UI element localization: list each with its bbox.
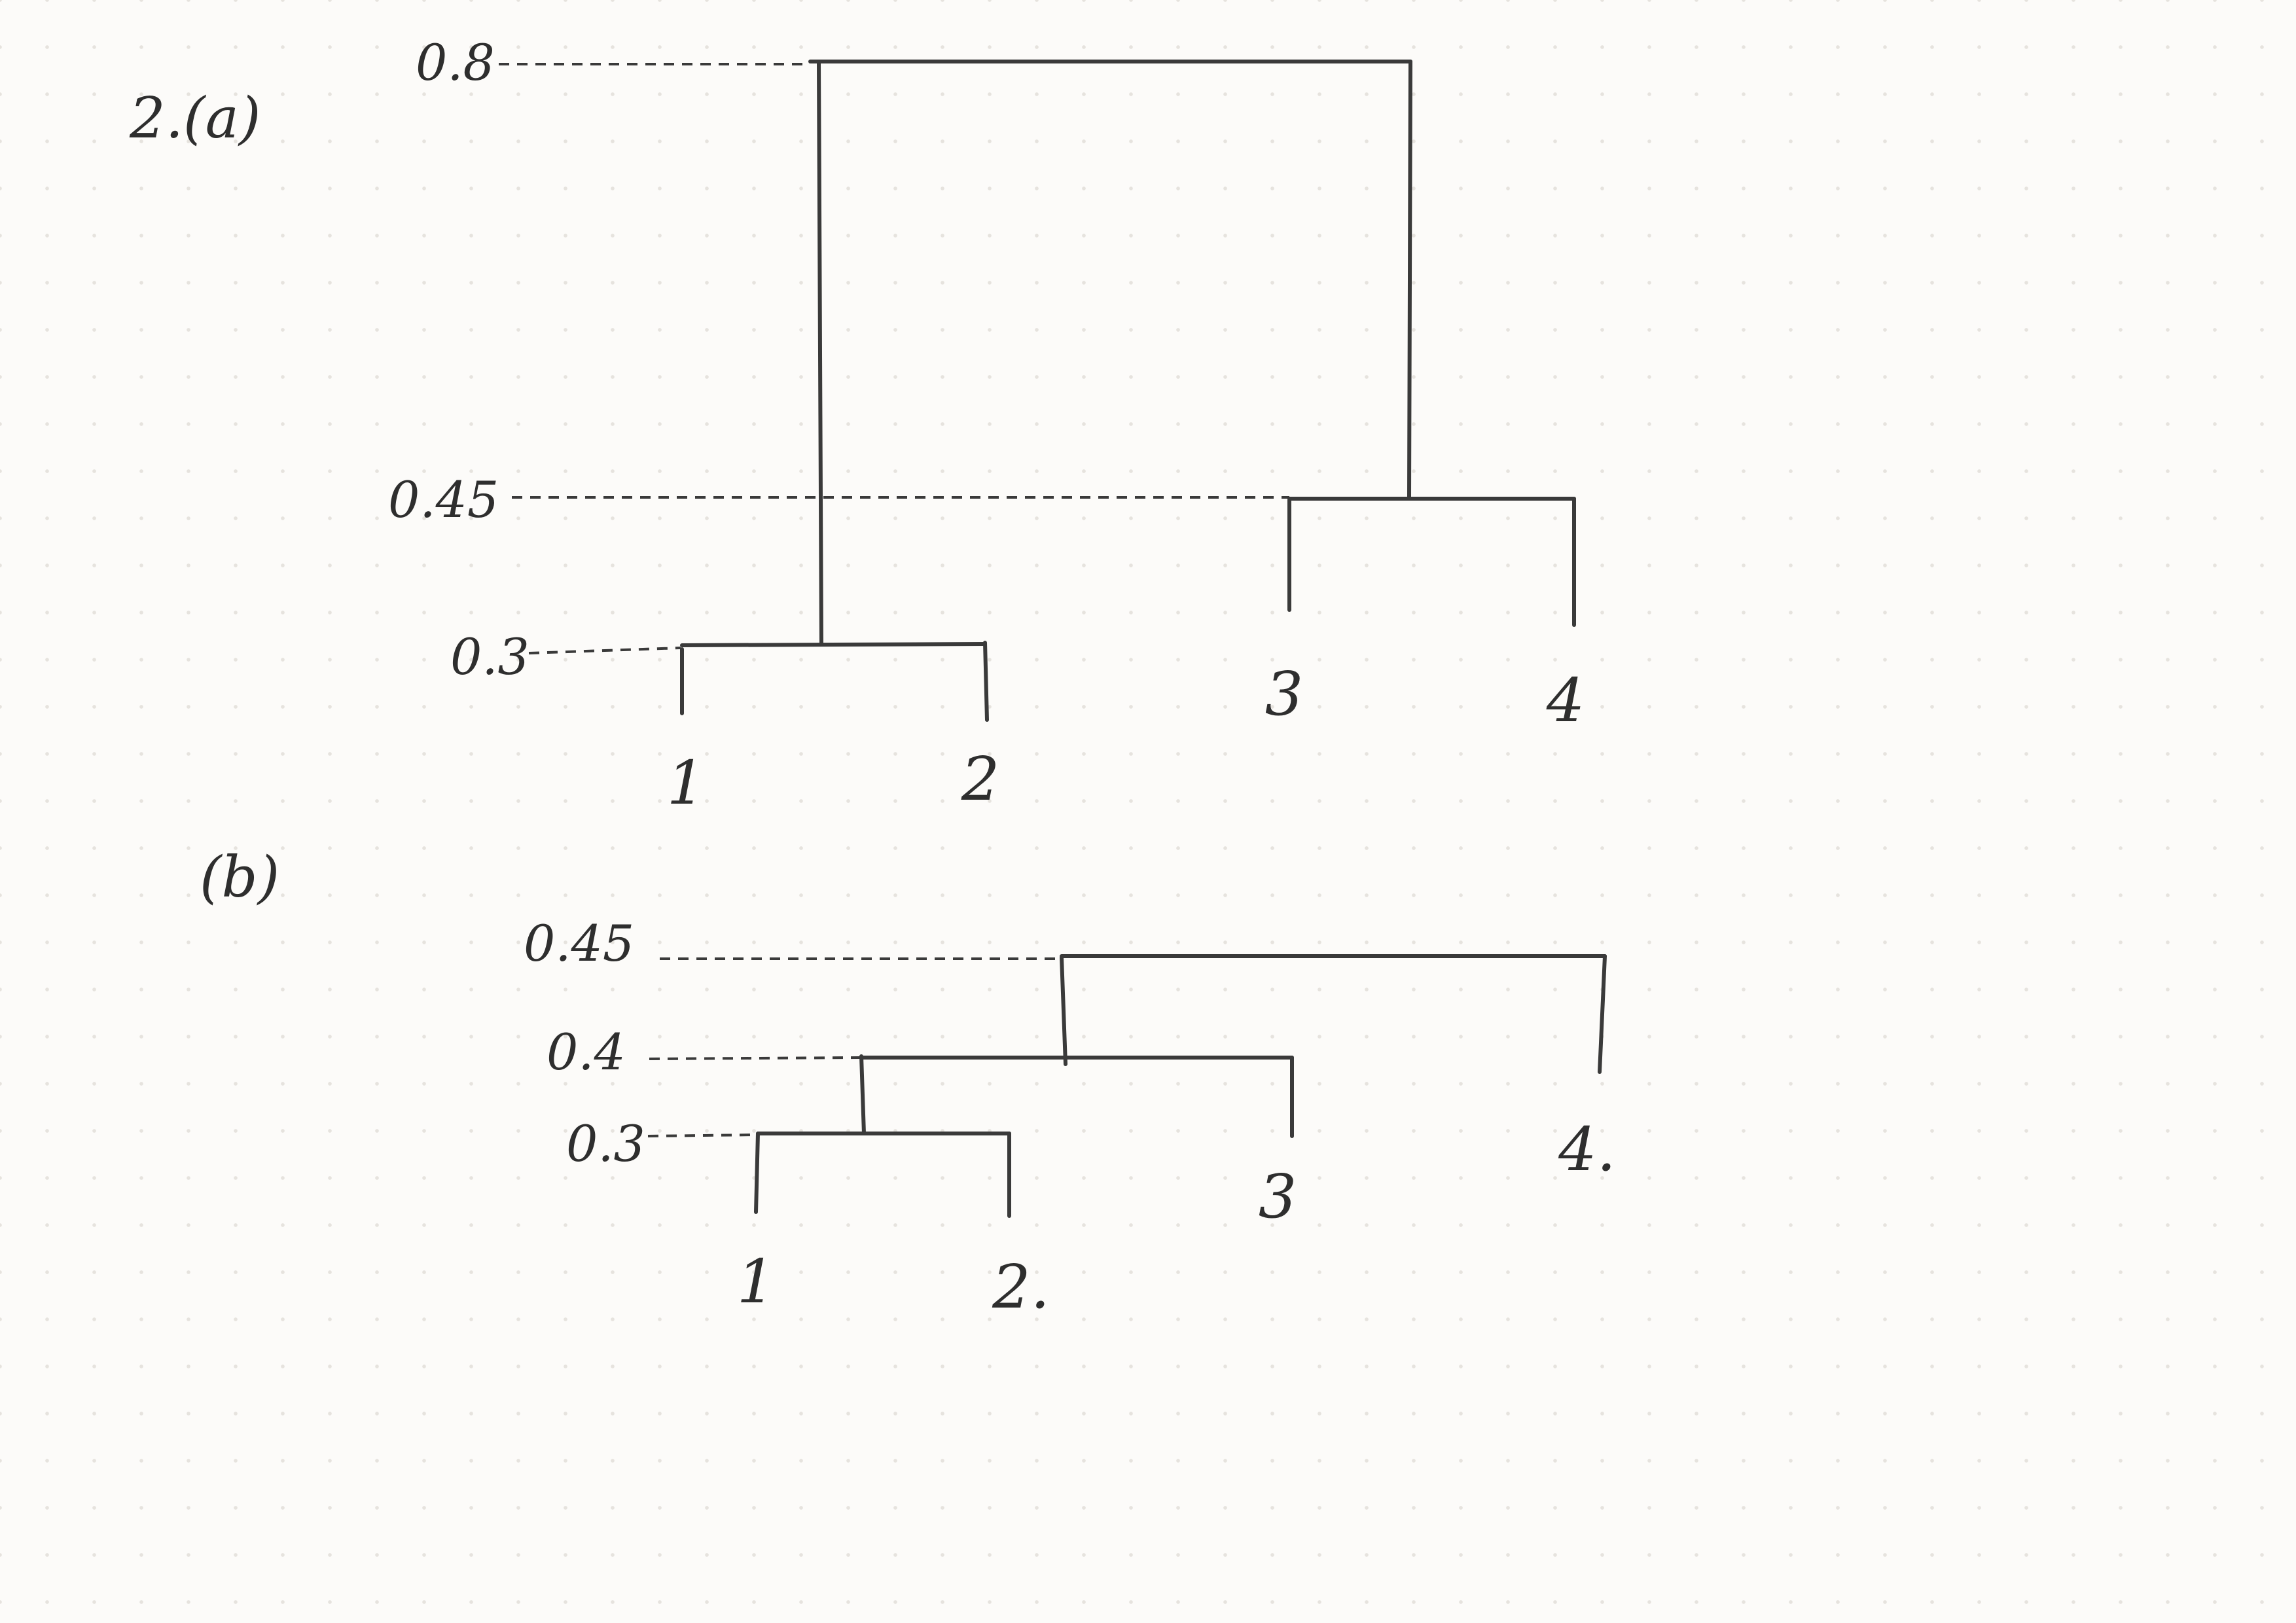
leaf-label-a-4: 4 <box>1546 666 1585 736</box>
height-label-b-mid: 0.4 <box>547 1023 626 1081</box>
leaf-label-b-1: 1 <box>737 1247 776 1317</box>
leaf-label-a-2: 2 <box>961 744 1000 814</box>
height-label-b-top: 0.45 <box>524 914 634 972</box>
branch-a-cluster-1-2 <box>817 61 823 646</box>
leaf-label-b-3: 3 <box>1259 1162 1297 1232</box>
guide-line-b-low <box>647 1133 759 1137</box>
height-label-a-top: 0.8 <box>416 33 495 92</box>
leaf-label-b-2: 2. <box>992 1252 1050 1322</box>
height-label-b-low: 0.3 <box>566 1115 645 1173</box>
bar-a-merge-1-2 <box>680 642 987 647</box>
branch-b-cluster-1-2 <box>859 1054 866 1135</box>
leaf-label-a-3: 3 <box>1265 659 1304 729</box>
leaf-label-a-1: 1 <box>667 748 706 818</box>
dendrogram-a: 2.(a) 0.8 0.45 0.3 1 2 3 4 <box>129 33 1585 818</box>
branch-a-leaf-2 <box>983 641 989 722</box>
guide-line-b-mid <box>649 1056 861 1060</box>
branch-b-leaf-1 <box>754 1132 760 1214</box>
part-a-label: 2.(a) <box>129 86 260 151</box>
height-label-a-mid: 0.45 <box>388 471 499 529</box>
branch-b-cluster-1-2-3 <box>1060 955 1067 1066</box>
part-b-label: (b) <box>200 845 279 910</box>
dendrogram-b: (b) 0.45 0.4 0.3 1 2. 3 4. <box>200 845 1616 1322</box>
branch-a-cluster-3-4 <box>1407 60 1412 501</box>
leaf-label-b-4: 4. <box>1558 1115 1616 1185</box>
branch-b-leaf-4 <box>1598 954 1607 1074</box>
height-label-a-low: 0.3 <box>450 628 529 686</box>
guide-line-a-low <box>528 647 681 654</box>
